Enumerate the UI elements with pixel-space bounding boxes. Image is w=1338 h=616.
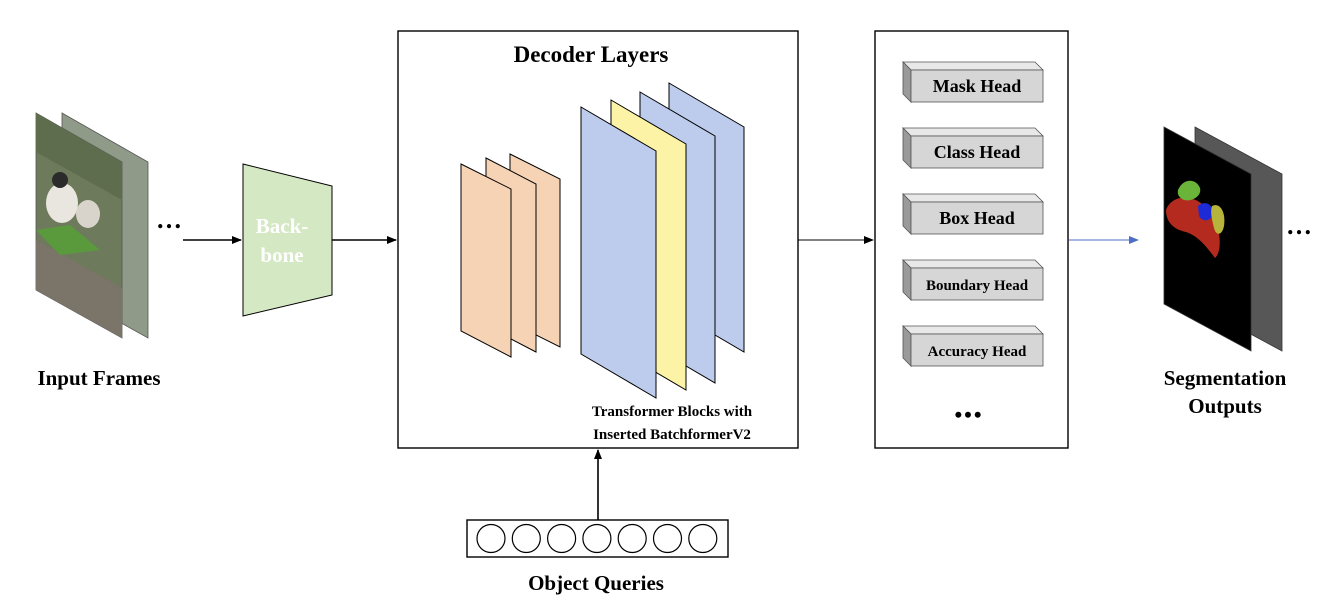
mask-green (1177, 180, 1201, 201)
object-queries: Object Queries (466, 519, 729, 595)
head-label-class-head: Class Head (934, 142, 1021, 162)
object-query-circle (476, 523, 506, 554)
head-box-box-head: Box Head (902, 193, 1044, 235)
outputs-label-line2: Outputs (1188, 394, 1262, 418)
transformer-block-blue-1 (580, 106, 657, 399)
segmentation-outputs: … Segmentation Outputs (1163, 126, 1312, 418)
object-query-circle (652, 523, 683, 554)
object-query-circle (511, 523, 541, 554)
outputs-label-line1: Segmentation (1164, 366, 1287, 390)
backbone-label-line2: bone (260, 243, 303, 267)
head-box-boundary-head: Boundary Head (902, 259, 1044, 301)
decoder-title: Decoder Layers (514, 42, 669, 67)
object-query-circle (617, 523, 647, 554)
head-box-accuracy-head: Accuracy Head (902, 325, 1044, 367)
head-label-boundary-head: Boundary Head (926, 278, 1029, 294)
head-box-class-head: Class Head (902, 127, 1044, 169)
head-label-mask-head: Mask Head (933, 76, 1022, 96)
heads-more-ellipsis: ••• (954, 402, 983, 427)
head-label-box-head: Box Head (939, 208, 1015, 228)
input-frames: … Input Frames (35, 112, 182, 390)
head-label-accuracy-head: Accuracy Head (928, 344, 1027, 360)
head-box-mask-head: Mask Head (902, 61, 1044, 103)
backbone: Back- bone (242, 163, 333, 317)
object-query-circle (546, 523, 577, 554)
mask-blue (1198, 203, 1214, 221)
backbone-trapezoid (242, 163, 333, 317)
input-frames-ellipsis: … (156, 205, 182, 234)
mask-yellow (1211, 205, 1225, 234)
rabbit-shape (46, 183, 78, 223)
input-frames-label: Input Frames (37, 366, 160, 390)
backbone-label-line1: Back- (256, 214, 309, 238)
peach-layer-1 (460, 163, 512, 358)
object-query-circle (688, 523, 718, 554)
outputs-ellipsis: … (1286, 211, 1312, 240)
decoder-caption-line2: Inserted BatchformerV2 (593, 427, 751, 443)
decoder-layers-panel: Decoder Layers Transformer Blocks with I… (397, 30, 799, 449)
object-query-circle (582, 523, 612, 554)
decoder-caption-line1: Transformer Blocks with (592, 404, 753, 420)
object-query-circles (476, 523, 718, 554)
object-queries-label: Object Queries (528, 571, 664, 595)
